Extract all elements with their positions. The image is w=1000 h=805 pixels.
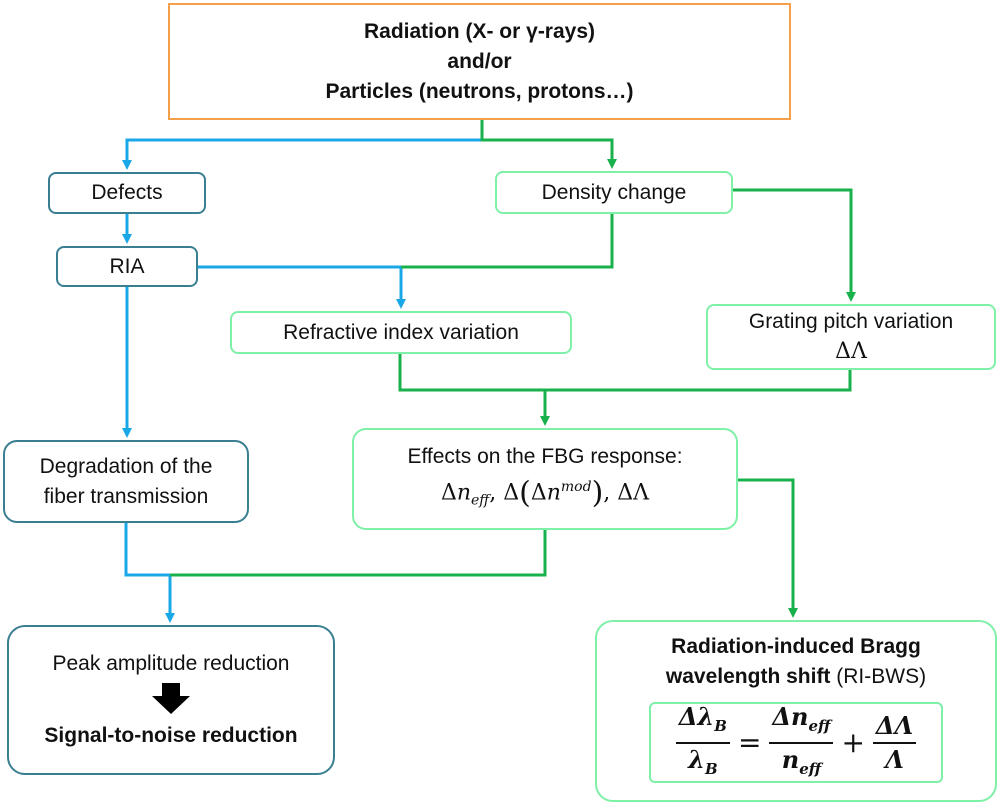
degradation-line2: fiber transmission xyxy=(43,484,209,508)
node-effects-fbg-response: Effects on the FBG response: Δneff, Δ(Δn… xyxy=(352,428,738,530)
edge-density-to-grating xyxy=(733,188,856,302)
peak-line2: Signal-to-noise reduction xyxy=(44,724,298,747)
bragg-formula-box: ΔλB λB = Δneff neff + ΔΛ Λ xyxy=(649,702,943,783)
bragg-line2-normal: (RI-BWS) xyxy=(830,665,927,688)
down-arrow-icon xyxy=(152,683,190,714)
formula-lhs-den-sub: B xyxy=(704,759,718,778)
formula-lhs-den: λ xyxy=(688,744,705,774)
formula-t2-den: Λ xyxy=(885,744,904,774)
effects-sep-1: , xyxy=(489,480,504,506)
effects-n-2: n xyxy=(546,480,561,506)
node-defects: Defects xyxy=(48,172,206,214)
effects-eff-sub: eff xyxy=(471,492,490,509)
effects-sep-2: , xyxy=(603,480,618,506)
ria-label: RIA xyxy=(109,254,145,278)
effects-tail: ΔΛ xyxy=(617,480,650,506)
formula-lhs-fraction: ΔλB λB xyxy=(675,701,730,783)
edge-radiation-to-defects xyxy=(122,138,482,170)
effects-delta-3: Δ xyxy=(530,480,547,506)
node-radiation: Radiation (X- or γ-rays) and/or Particle… xyxy=(168,3,791,120)
edge-ria-to-refractive xyxy=(198,265,406,309)
edge-effects-to-peak xyxy=(170,530,547,577)
node-grating-pitch-variation: Grating pitch variation ΔΛ xyxy=(706,304,996,370)
edge-radiation-to-density xyxy=(480,120,617,169)
edge-degradation-to-peak xyxy=(124,523,175,623)
defects-label: Defects xyxy=(91,181,163,204)
node-degradation-transmission: Degradation of the fiber transmission xyxy=(3,440,249,523)
effects-delta-1: Δ xyxy=(440,480,457,506)
formula-lhs-num-sub: B xyxy=(714,716,727,735)
formula-t1-den-sub: eff xyxy=(799,759,822,778)
density-label: Density change xyxy=(541,180,687,204)
node-refractive-index-variation: Refractive index variation xyxy=(230,311,572,354)
node-density-change: Density change xyxy=(495,171,733,214)
bragg-line2: wavelength shift (RI-BWS) xyxy=(666,662,926,692)
edge-effects-to-bragg xyxy=(738,478,798,618)
grating-line1: Grating pitch variation xyxy=(748,310,954,333)
peak-line1: Peak amplitude reduction xyxy=(52,652,290,675)
effects-delta-2: Δ xyxy=(503,480,520,506)
grating-line2: ΔΛ xyxy=(835,339,867,364)
formula-lhs-num: Δλ xyxy=(678,701,715,731)
node-ria: RIA xyxy=(56,246,198,287)
formula-plus: + xyxy=(841,726,865,759)
radiation-line3: Particles (neutrons, protons…) xyxy=(325,79,634,103)
degradation-line1: Degradation of the xyxy=(39,454,213,478)
effects-formula: Δneff, Δ(Δnmod), ΔΛ xyxy=(440,475,650,511)
formula-t1-num-sub: eff xyxy=(808,716,831,735)
formula-t2-num: ΔΛ xyxy=(875,710,914,740)
effects-mod-sup: mod xyxy=(560,479,592,496)
formula-term2-fraction: ΔΛ Λ xyxy=(872,710,917,774)
formula-t1-num: Δn xyxy=(772,701,809,731)
radiation-line2: and/or xyxy=(447,49,512,73)
bragg-line1: Radiation-induced Bragg xyxy=(671,635,921,658)
formula-t1-den: n xyxy=(781,744,800,774)
refractive-label: Refractive index variation xyxy=(283,320,519,344)
edge-density-to-refractive xyxy=(401,214,614,269)
effects-line1: Effects on the FBG response: xyxy=(407,445,683,469)
effects-n-1: n xyxy=(456,480,471,506)
edge-refractive-to-effects xyxy=(398,354,852,392)
node-peak-amplitude-reduction: Peak amplitude reduction Signal-to-noise… xyxy=(7,625,335,775)
bragg-line2-bold: wavelength shift xyxy=(665,665,831,688)
formula-equals: = xyxy=(737,726,762,759)
radiation-line1: Radiation (X- or γ-rays) xyxy=(363,19,596,43)
node-bragg-wavelength-shift: Radiation-induced Bragg wavelength shift… xyxy=(595,620,997,802)
formula-term1-fraction: Δneff neff xyxy=(769,701,834,783)
